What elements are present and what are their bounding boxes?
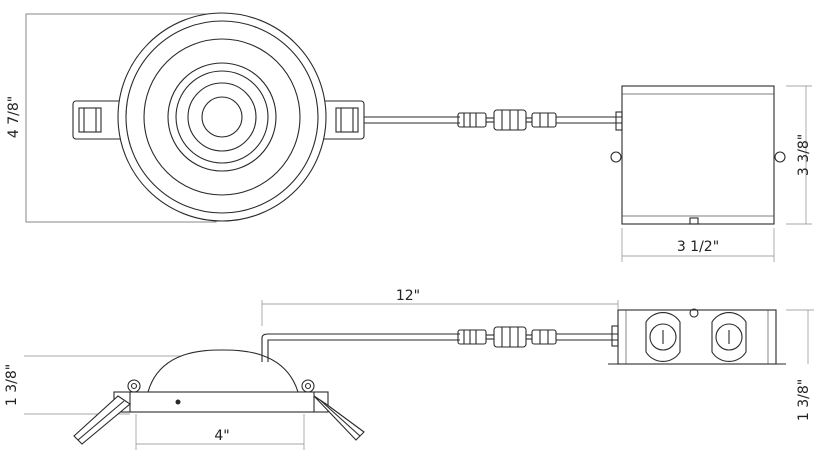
- gimbal-ring: [143, 38, 301, 196]
- top-quick-connector: [457, 109, 557, 131]
- junction-box-top-view: [610, 85, 786, 225]
- trim-width-label: 4": [214, 428, 229, 444]
- right-spring-clip: [301, 379, 365, 441]
- top-height-label: 4 7/8": [6, 96, 22, 138]
- trim-height-label: 1 3/8": [4, 364, 20, 406]
- side-view: 12" 4" 1 3/8" 1 3/8": [4, 288, 814, 450]
- left-mounting-clip: [72, 100, 124, 140]
- trim-flange: [113, 391, 329, 413]
- knockout-right: [711, 312, 747, 362]
- cable-length-label: 12": [396, 288, 420, 304]
- lens-ring: [187, 82, 257, 152]
- lens: [201, 96, 243, 138]
- junction-box-side-view: [608, 308, 786, 365]
- side-quick-connector: [457, 326, 557, 348]
- box-side-height-label: 1 3/8": [796, 379, 812, 421]
- box-height-label: 3 3/8": [796, 134, 812, 176]
- top-view: 3 3/8" 3 1/2" 4 7/8": [6, 12, 812, 262]
- trim-dome: [147, 349, 299, 393]
- box-width-label: 3 1/2": [677, 239, 719, 255]
- left-spring-clip: [73, 379, 141, 445]
- knockout-left: [645, 312, 681, 362]
- trim-outer-ring: [117, 12, 327, 222]
